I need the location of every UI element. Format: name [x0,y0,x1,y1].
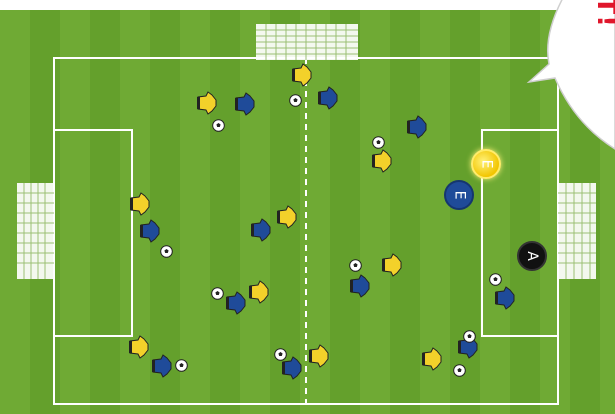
soccer-ball-icon [489,271,502,284]
yellow-player-icon [380,254,404,276]
marker-e-blue-label: E [451,191,467,200]
blue-player-icon [249,219,273,241]
blue-player-icon [138,220,162,242]
soccer-ball-icon [274,346,287,359]
marker-a: A [517,241,547,271]
left-goal [17,183,54,279]
yellow-player-icon [420,348,444,370]
left-penalty-area [54,130,132,336]
blue-player-icon [493,287,517,309]
blue-player-icon [224,292,248,314]
soccer-ball-icon [160,243,173,256]
blue-player-icon [316,87,340,109]
yellow-player-icon [290,64,314,86]
soccer-ball-icon [453,362,466,375]
soccer-ball-icon [463,328,476,341]
yellow-player-icon [370,150,394,172]
yellow-player-icon [275,206,299,228]
yellow-player-icon [307,345,331,367]
soccer-ball-icon [372,134,385,147]
yellow-player-icon [127,336,151,358]
soccer-ball-icon [349,257,362,270]
blue-player-icon [348,275,372,297]
soccer-ball-icon [211,285,224,298]
soccer-ball-icon [212,117,225,130]
yellow-player-icon [128,193,152,215]
yellow-player-icon [195,92,219,114]
speech-bubble: D BRUT! [525,0,615,164]
marker-a-label: A [524,251,540,261]
yellow-player-icon [247,281,271,303]
top-goal [256,24,358,60]
blue-player-icon [233,93,257,115]
speech-bubble-text: D BRUT! [591,0,615,28]
soccer-ball-icon [175,357,188,370]
blue-player-icon [150,355,174,377]
right-goal [558,183,596,279]
marker-e-yellow: E [471,149,501,179]
blue-player-icon [405,116,429,138]
soccer-ball-icon [289,92,302,105]
marker-e-blue: E [444,180,474,210]
marker-e-yellow-label: E [478,160,494,169]
